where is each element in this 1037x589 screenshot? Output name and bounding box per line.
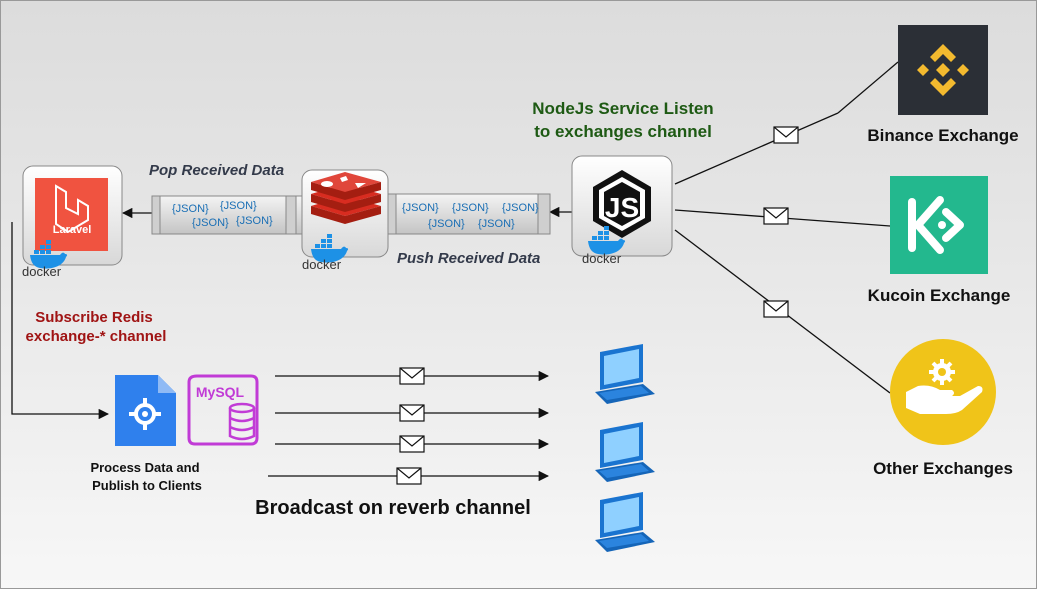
binance-exchange: Binance Exchange (867, 25, 1019, 145)
pop-received-label: Pop Received Data (149, 162, 284, 179)
queue-json-item: {JSON} (452, 202, 489, 214)
laravel-label: Laravel (53, 224, 92, 236)
mysql-database-icon: MySQL (187, 374, 259, 446)
queue-json-item: {JSON} (428, 218, 465, 230)
queue-json-item: {JSON} (192, 217, 229, 229)
process-label-line2: Publish to Clients (92, 478, 202, 493)
laravel-logo-icon (55, 184, 89, 234)
nodejs-service-label-line2: to exchanges channel (534, 122, 712, 141)
svg-text:JS: JS (605, 192, 639, 223)
laravel-logo-icon (35, 178, 108, 251)
binance-label: Binance Exchange (867, 126, 1018, 145)
envelope-icon (399, 367, 425, 385)
subscribe-label-line1: Subscribe Redis (35, 309, 153, 326)
envelope-icon (763, 300, 789, 318)
queue-json-item: {JSON} (172, 203, 209, 215)
docker-label: docker (22, 264, 62, 279)
mysql-label: MySQL (196, 384, 245, 400)
docker-label: docker (582, 251, 622, 266)
laptop-icon (595, 344, 655, 404)
envelope-icon (773, 126, 799, 144)
envelope-icon (396, 467, 422, 485)
subscribe-label-line2: exchange-* channel (26, 328, 167, 345)
other-exchanges-label: Other Exchanges (873, 459, 1013, 478)
envelope-icon (763, 207, 789, 225)
queue-json-item: {JSON} (478, 218, 515, 230)
process-node: MySQL (115, 374, 259, 446)
envelope-icon (399, 435, 425, 453)
nodejs-service-label-line1: NodeJs Service Listen (532, 99, 713, 118)
binance-logo-icon (917, 44, 969, 96)
queue-json-item: {JSON} (236, 215, 273, 227)
nodejs-logo-icon: JS (593, 170, 651, 238)
kucoin-logo-icon (908, 196, 964, 254)
laravel-node: Laravel docker (22, 165, 123, 279)
kucoin-label: Kucoin Exchange (868, 286, 1011, 305)
queue-left: {JSON} {JSON} {JSON} {JSON} (151, 195, 303, 235)
gear-document-icon (115, 375, 176, 446)
kucoin-exchange: Kucoin Exchange (868, 176, 1011, 305)
redis-logo-icon (311, 172, 381, 224)
envelope-icon (399, 404, 425, 422)
queue-json-item: {JSON} (402, 202, 439, 214)
clients (595, 344, 655, 552)
laptop-icon (595, 422, 655, 482)
queue-right: {JSON} {JSON} {JSON} {JSON} {JSON} (387, 193, 551, 235)
redis-node: docker (301, 169, 389, 272)
docker-label: docker (302, 257, 342, 272)
queue-json-item: {JSON} (220, 200, 257, 212)
push-received-label: Push Received Data (397, 250, 540, 267)
other-exchanges: Other Exchanges (873, 339, 1013, 478)
nodejs-node: JS docker (571, 155, 673, 266)
hand-gear-icon (906, 359, 983, 414)
broadcast-label: Broadcast on reverb channel (255, 497, 531, 519)
queue-json-item: {JSON} (502, 202, 539, 214)
process-label-line1: Process Data and (90, 460, 199, 475)
laptop-icon (595, 492, 655, 552)
